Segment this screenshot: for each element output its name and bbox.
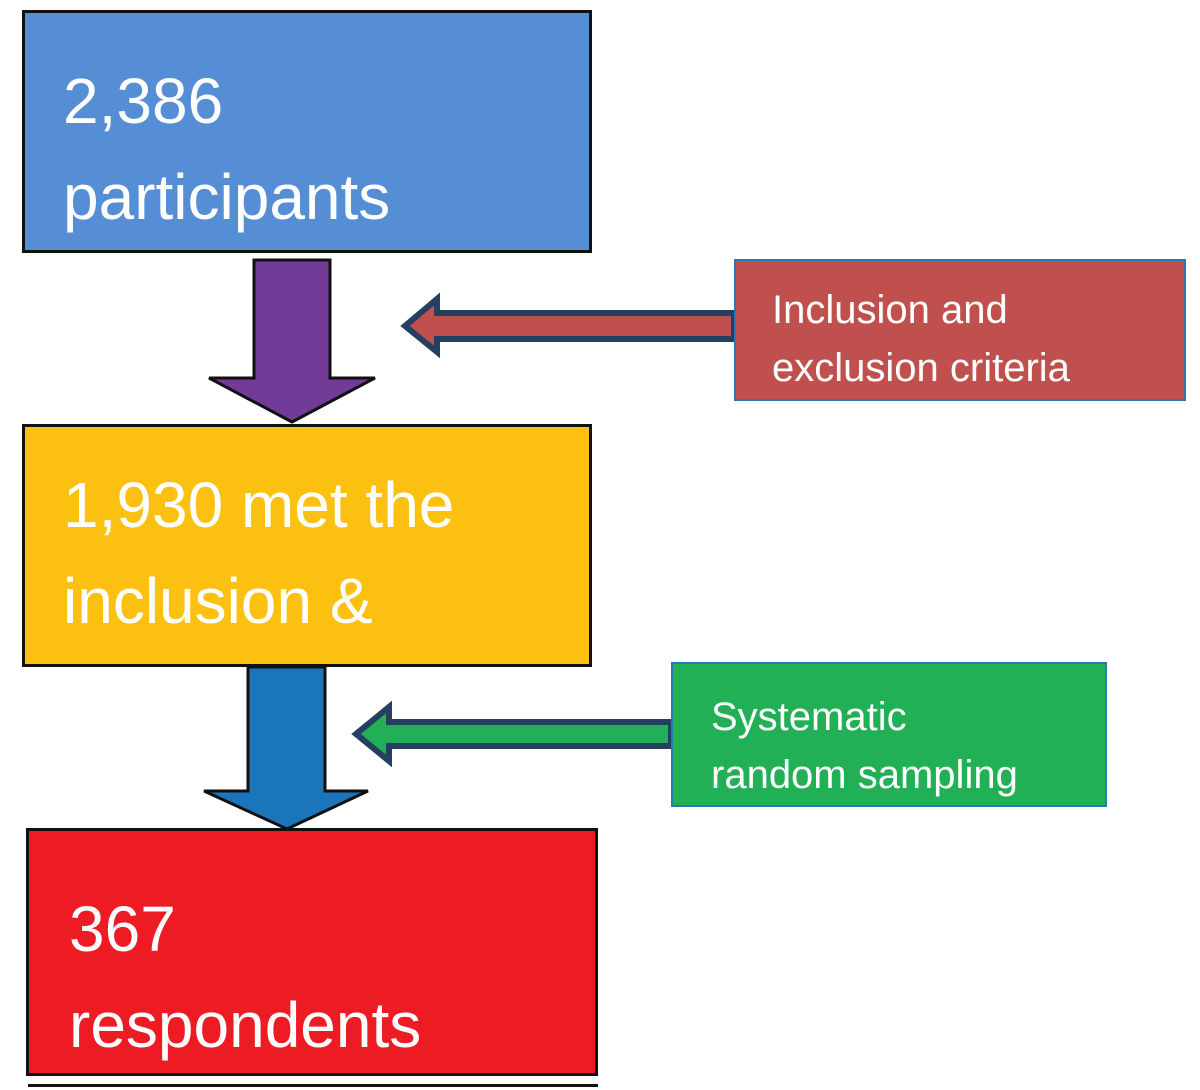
criteria-line-2: exclusion criteria <box>772 346 1070 390</box>
criteria-box: Inclusion and exclusion criteria <box>734 259 1186 401</box>
inclusion-line-1: 1,930 met the <box>63 469 455 541</box>
participants-count: 2,386 <box>63 65 224 137</box>
left-arrow-sampling <box>351 700 674 768</box>
respondents-label: respondents <box>69 989 422 1061</box>
criteria-line-1: Inclusion and <box>772 288 1008 332</box>
sampling-line-2: random sampling <box>711 753 1018 797</box>
down-arrow-participants-to-inclusion <box>208 258 376 424</box>
respondents-box: 367 respondents <box>26 828 598 1076</box>
down-arrow-inclusion-to-respondents <box>203 665 369 831</box>
left-arrow-criteria <box>400 292 737 359</box>
inclusion-line-2: inclusion & <box>63 565 373 637</box>
respondents-count: 367 <box>69 893 176 965</box>
participants-box: 2,386 participants <box>22 10 592 253</box>
bottom-divider <box>28 1084 598 1087</box>
inclusion-box: 1,930 met the inclusion & <box>22 424 592 667</box>
sampling-box: Systematic random sampling <box>671 662 1107 807</box>
sampling-line-1: Systematic <box>711 695 907 739</box>
participants-label: participants <box>63 161 391 233</box>
